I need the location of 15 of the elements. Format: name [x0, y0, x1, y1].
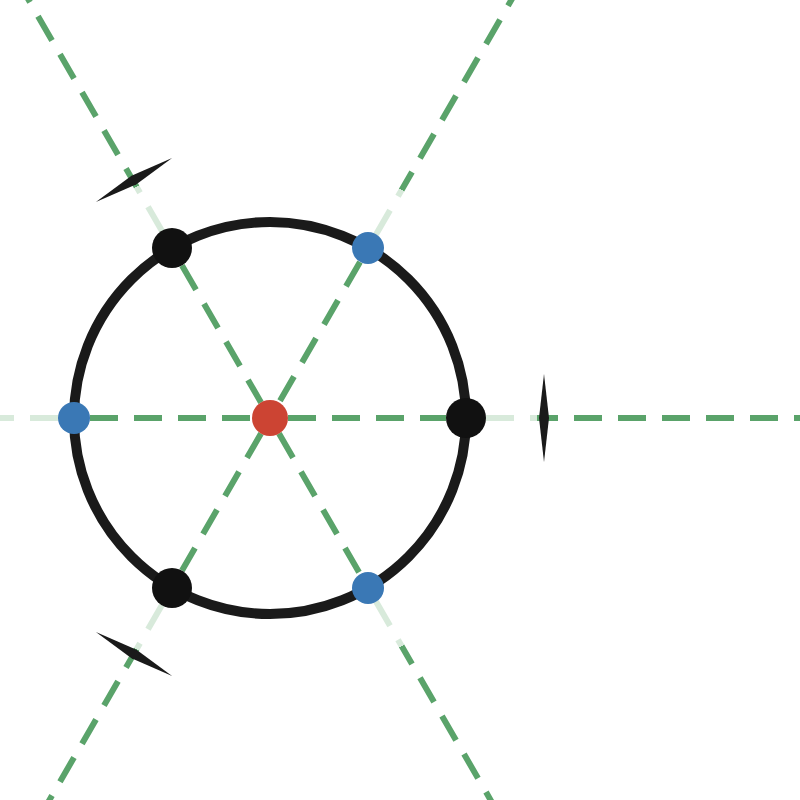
dashed-line: [179, 432, 264, 572]
dot: [352, 232, 384, 265]
dot: [152, 567, 192, 608]
dot: [352, 571, 384, 604]
dashed-line: [288, 415, 446, 421]
dot: [58, 402, 90, 434]
dashed-line: [0, 415, 58, 421]
dot: [252, 400, 288, 436]
dot: [152, 228, 192, 269]
dashed-line: [486, 415, 800, 421]
dashed-line: [179, 264, 264, 404]
dashed-line: [276, 260, 363, 404]
dashed-line: [90, 415, 252, 421]
dashed-line: [276, 432, 363, 576]
dot: [446, 398, 486, 438]
